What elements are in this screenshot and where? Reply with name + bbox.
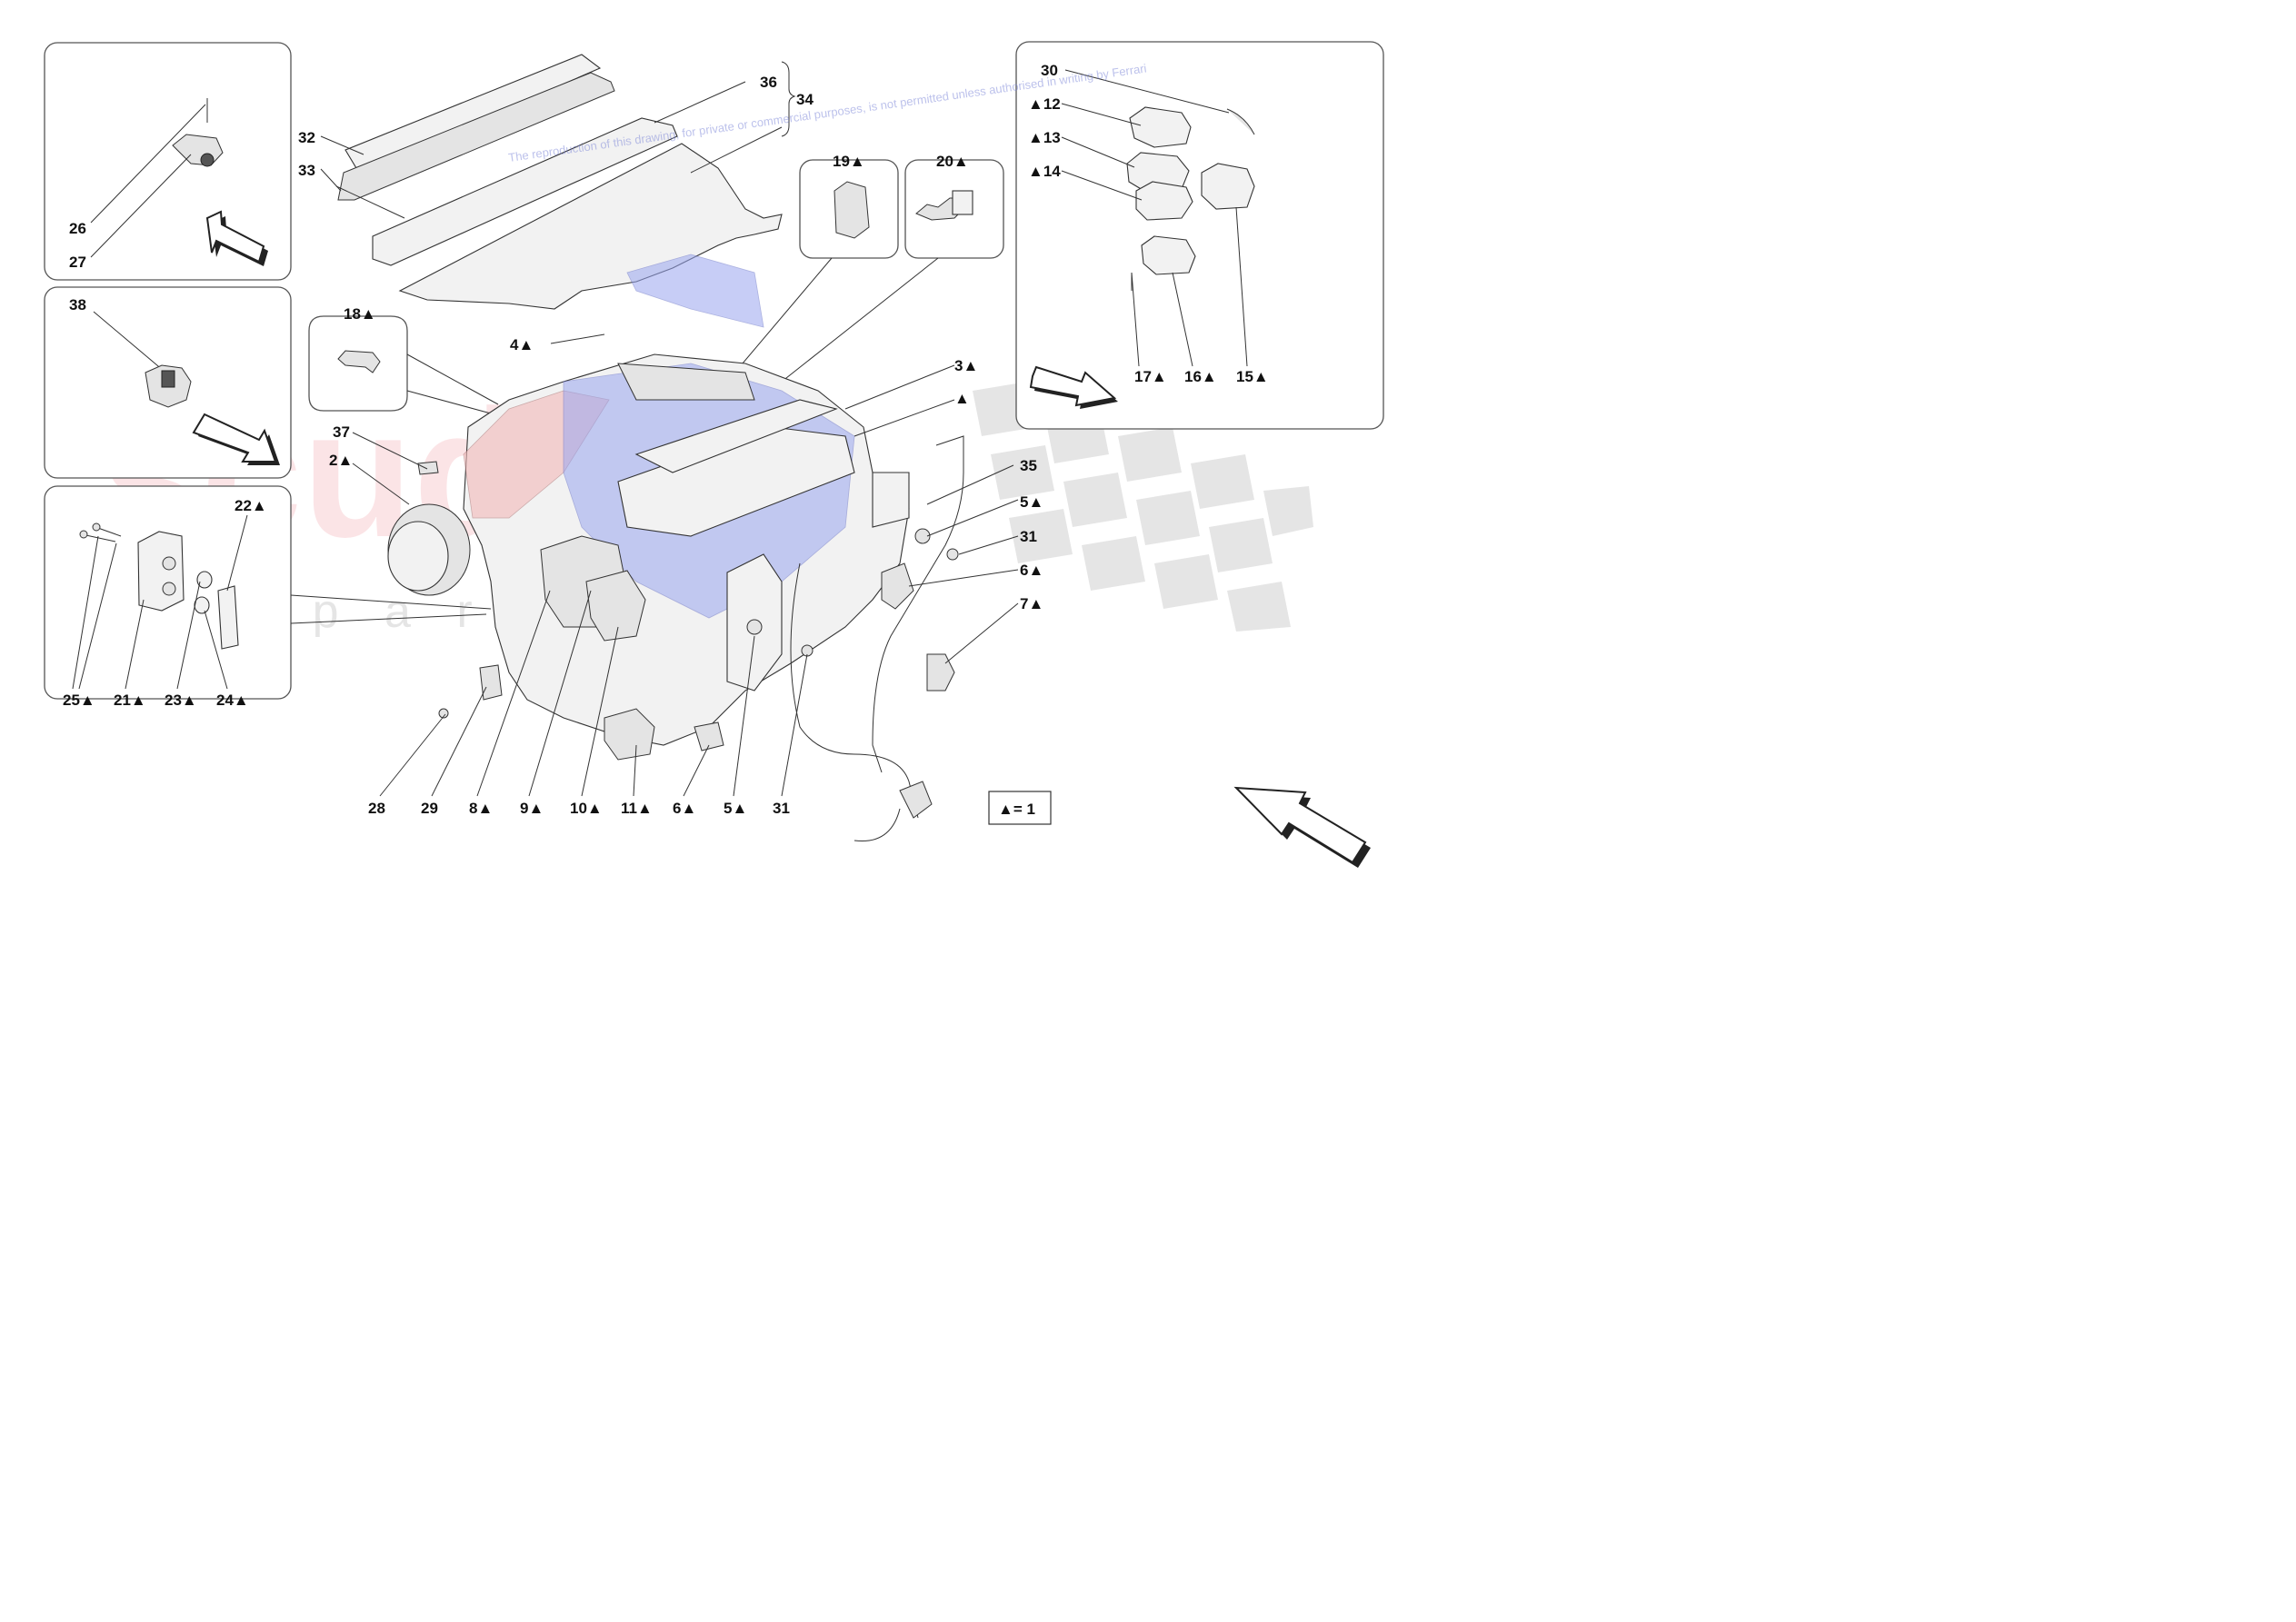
callout-34: 34 [796, 91, 814, 108]
leader-lines [352, 333, 1019, 797]
callout-19: 19▲ [833, 153, 865, 170]
inset-switch-19 [726, 159, 899, 383]
callout-3: 3▲ [954, 357, 978, 374]
callout-14: ▲14 [1028, 163, 1061, 180]
callout-30: 30 [1041, 62, 1058, 79]
callout-labels: 2▲ 3▲ ▲ 4▲ 5▲ 5▲ 6▲ 6▲ 7▲ 8▲ 9▲ 10▲ 11▲ … [63, 62, 1269, 817]
detail-panel-expansion-valve [44, 485, 492, 700]
callout-26: 26 [69, 220, 86, 237]
direction-arrow-main [1233, 786, 1371, 868]
callout-23: 23▲ [165, 692, 197, 709]
direction-arrow-3 [1029, 365, 1118, 409]
callout-3b: ▲ [954, 390, 970, 407]
callout-11: 11▲ [621, 800, 653, 817]
callout-33: 33 [298, 162, 315, 179]
callout-5b: 5▲ [724, 800, 747, 817]
callout-16: 16▲ [1184, 368, 1217, 385]
callout-13: ▲13 [1028, 129, 1061, 146]
cabin-filter-assembly [320, 54, 796, 328]
checker-flag-watermark [973, 382, 1313, 632]
legend-text: ▲= 1 [998, 801, 1035, 818]
callout-15: 15▲ [1236, 368, 1269, 385]
parts-diagram: scuderia c a r p a r t s [44, 41, 1384, 868]
callout-5a: 5▲ [1020, 493, 1043, 511]
callout-24: 24▲ [216, 692, 249, 709]
callout-31b: 31 [773, 800, 790, 817]
callout-6b: 6▲ [673, 800, 696, 817]
callout-10: 10▲ [570, 800, 603, 817]
callout-25: 25▲ [63, 692, 95, 709]
callout-12: ▲12 [1028, 95, 1061, 113]
callout-4: 4▲ [510, 336, 534, 353]
callout-21: 21▲ [114, 692, 146, 709]
callout-20: 20▲ [936, 153, 969, 170]
inset-clip [308, 315, 499, 414]
callout-8: 8▲ [469, 800, 493, 817]
callout-7: 7▲ [1020, 595, 1043, 612]
callout-29: 29 [421, 800, 438, 817]
callout-32: 32 [298, 129, 315, 146]
callout-28: 28 [368, 800, 385, 817]
detail-panel-actuators [1015, 41, 1384, 430]
callout-31a: 31 [1020, 528, 1037, 545]
callout-35: 35 [1020, 457, 1037, 474]
hvac-unit [387, 353, 964, 842]
callout-6a: 6▲ [1020, 562, 1043, 579]
callout-22: 22▲ [235, 497, 267, 514]
detail-panel-switch [44, 286, 292, 479]
callout-27: 27 [69, 254, 86, 271]
callout-9: 9▲ [520, 800, 544, 817]
callout-18: 18▲ [344, 305, 376, 323]
callout-38: 38 [69, 296, 86, 313]
callout-17: 17▲ [1134, 368, 1167, 385]
callout-36: 36 [760, 74, 777, 91]
inset-connector-20 [781, 159, 1004, 383]
direction-arrow-1 [205, 210, 268, 266]
detail-panel-sensor [44, 42, 292, 281]
direction-arrow-2 [192, 413, 280, 465]
legend-box: ▲= 1 [988, 791, 1052, 825]
callout-37: 37 [333, 423, 350, 441]
callout-2: 2▲ [329, 452, 353, 469]
